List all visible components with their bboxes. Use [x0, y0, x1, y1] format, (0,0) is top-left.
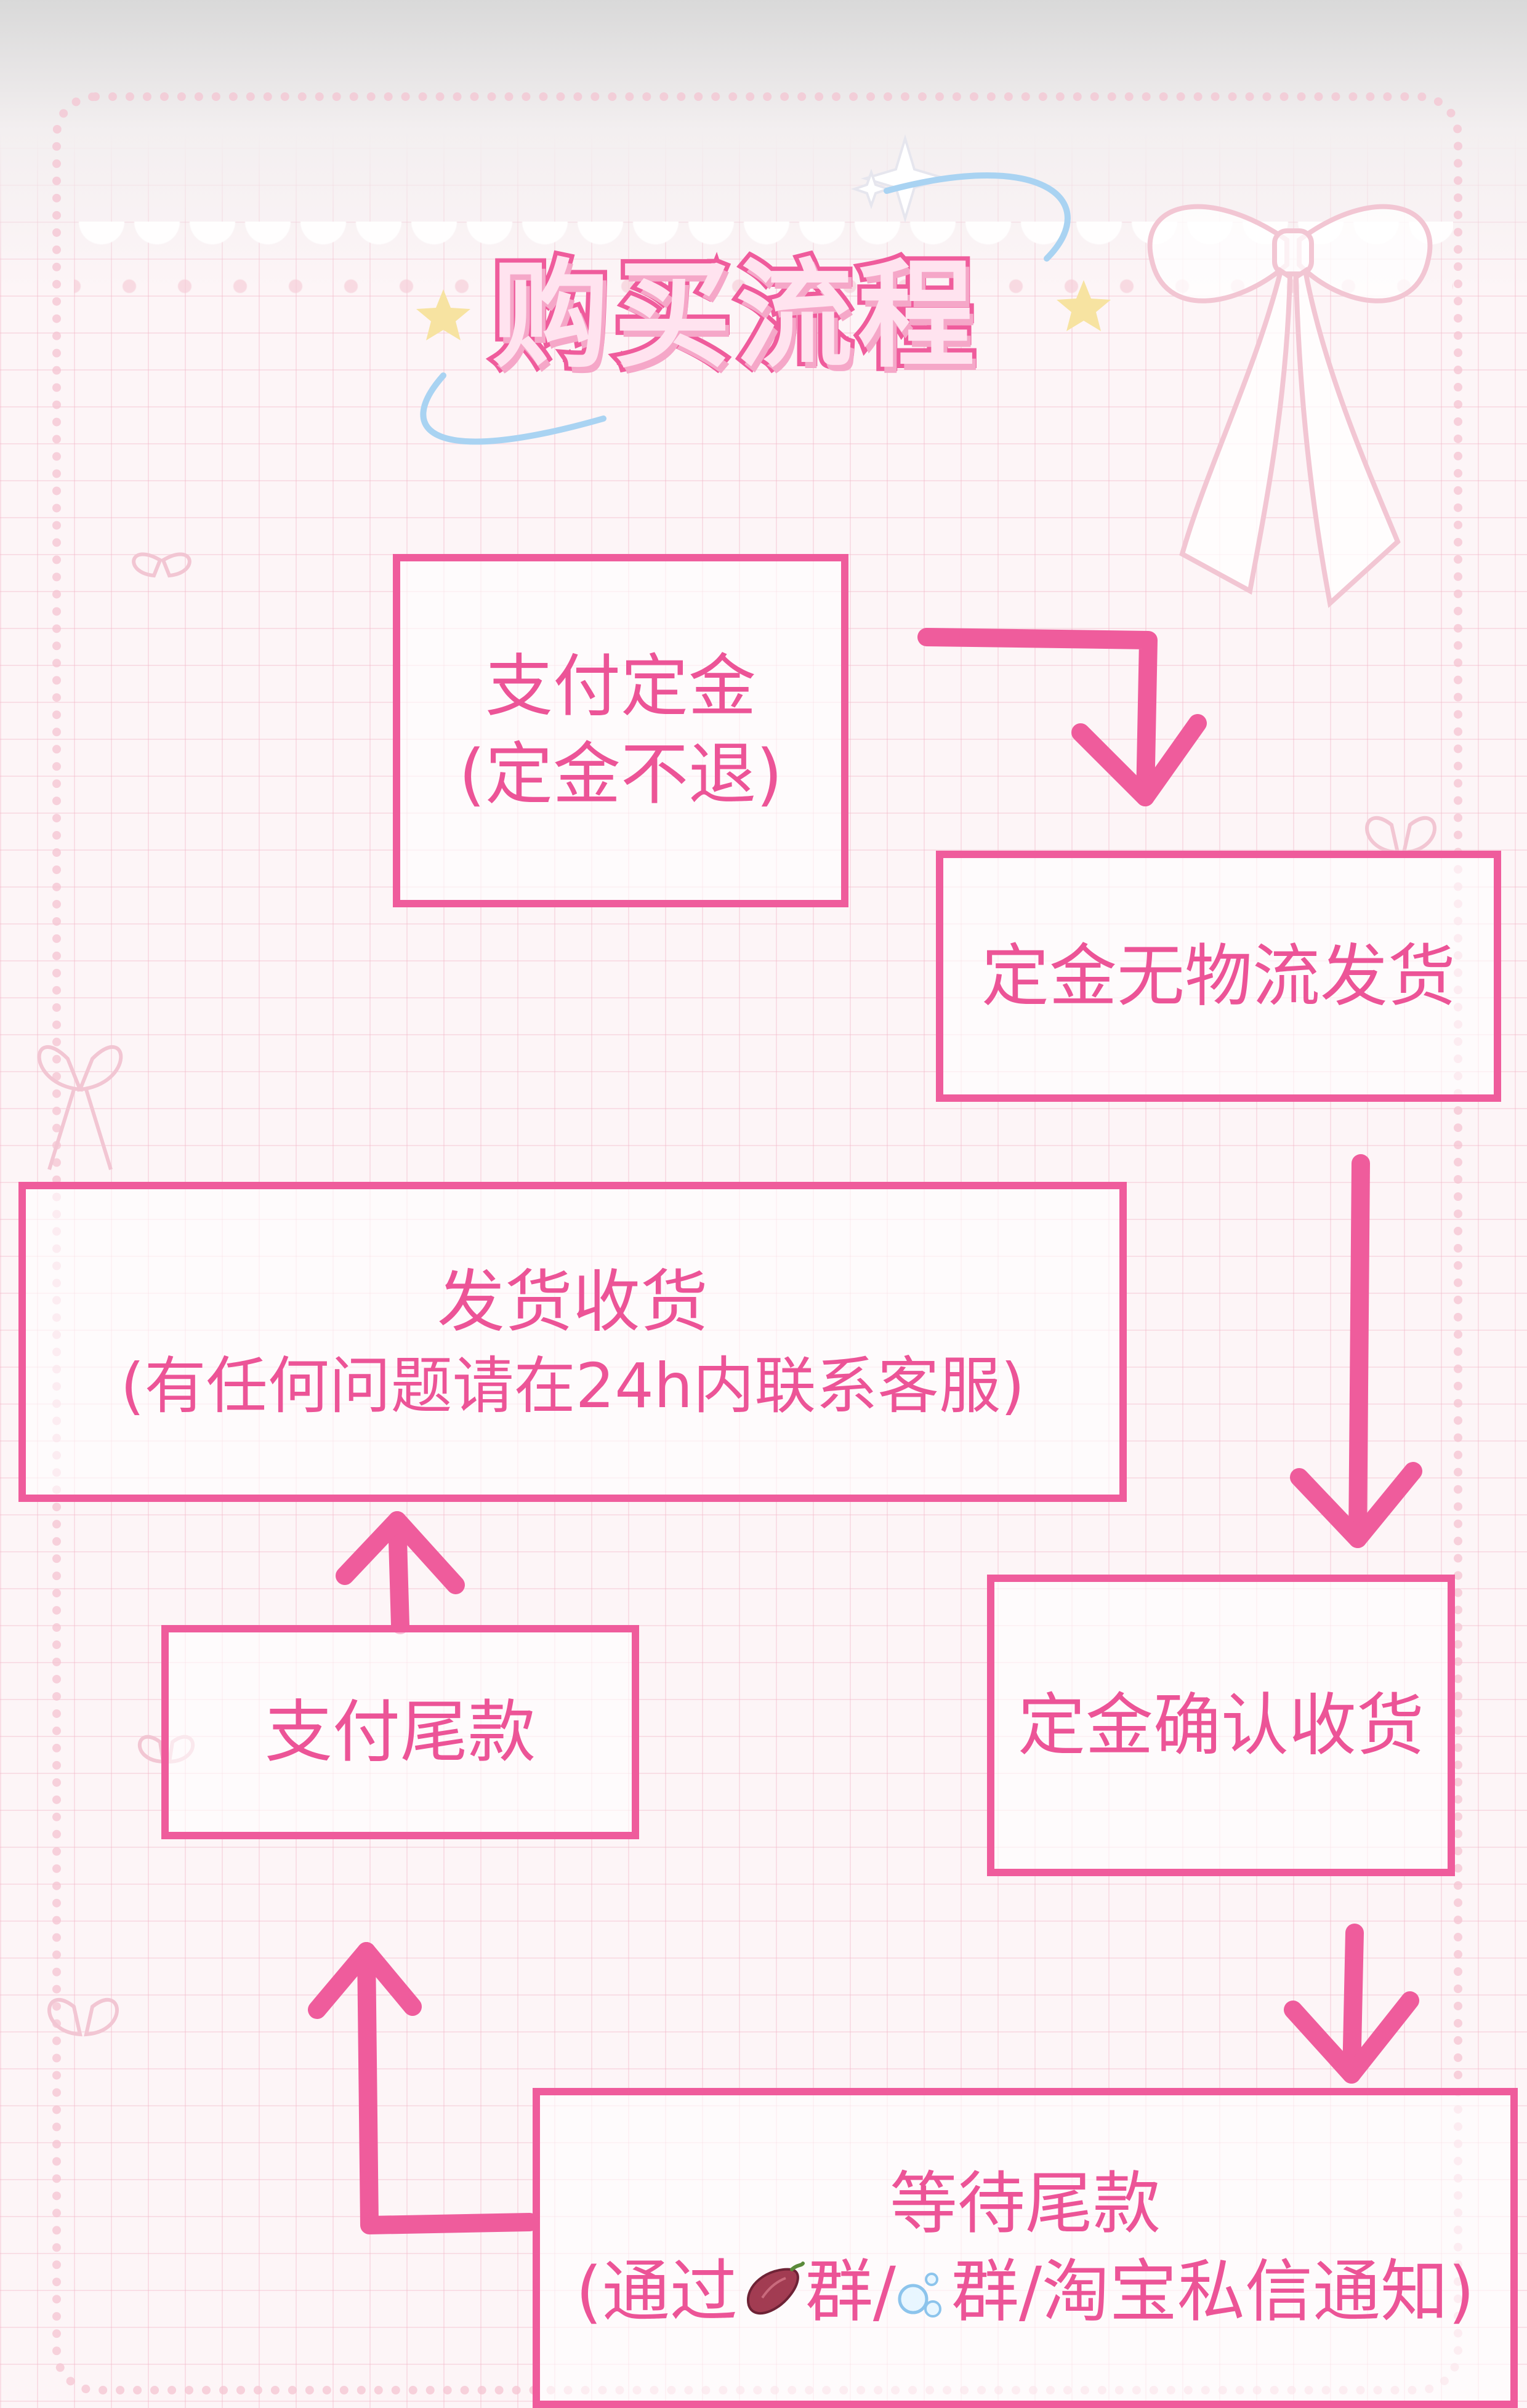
step-title: 发货收货: [437, 1262, 708, 1341]
step-note: (定金不退): [459, 735, 783, 814]
arrow-wait-to-balance: [308, 1942, 539, 2234]
step-deposit-shipping: 定金无物流发货: [936, 851, 1501, 1102]
step-title: 支付尾款: [265, 1692, 536, 1772]
ribbon-bow-icon: [1147, 204, 1433, 608]
note-mid: 群/: [805, 2252, 896, 2331]
step-title: 等待尾款: [890, 2164, 1161, 2243]
bubbles-icon: [898, 2273, 941, 2318]
step-note: (有任何问题请在24h内联系客服): [120, 1349, 1025, 1422]
sweet-potato-icon: [746, 2262, 805, 2315]
note-suffix: 群/淘宝私信通知): [951, 2252, 1475, 2331]
sparkle-icon: [850, 134, 949, 223]
step-pay-balance: 支付尾款: [161, 1625, 639, 1839]
step-confirm-receipt: 定金确认收货: [987, 1575, 1455, 1876]
small-bow-icon: [37, 552, 1436, 2037]
step-title: 支付定金: [485, 647, 756, 726]
step-title: 定金无物流发货: [981, 936, 1456, 1016]
arrow-confirm-to-wait: [1284, 1924, 1419, 2084]
step-ship-receive: 发货收货 (有任何问题请在24h内联系客服): [18, 1182, 1127, 1502]
star-icon: [416, 280, 1111, 340]
step-wait-balance: 等待尾款 (通过 群/ 群/淘宝私信通知): [533, 2088, 1518, 2408]
page-frame: [52, 92, 1462, 2394]
step-title: 定金确认收货: [1018, 1685, 1424, 1765]
arrow-ship-to-confirm: [1290, 1154, 1422, 1548]
arrow-deposit-to-ship: [917, 628, 1207, 806]
step-note: (通过 群/ 群/淘宝私信通知): [576, 2248, 1475, 2336]
arrow-balance-to-receive: [336, 1511, 465, 1634]
step-pay-deposit: 支付定金 (定金不退): [393, 554, 848, 907]
swoosh-ring-icon: [420, 172, 1071, 445]
page-title: 购买流程: [488, 243, 980, 388]
note-prefix: (通过: [576, 2252, 738, 2331]
